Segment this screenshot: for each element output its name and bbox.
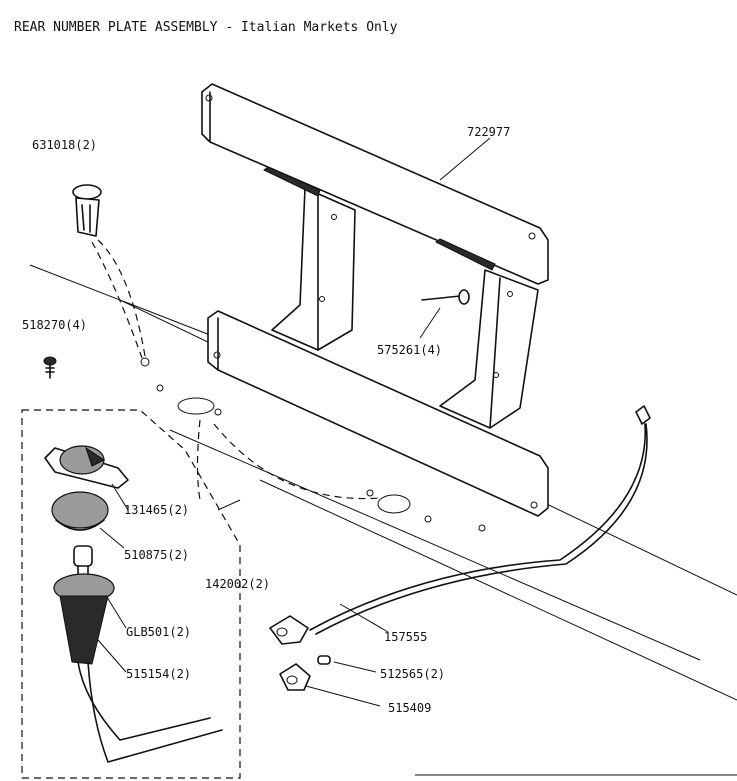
assembly-pointer [217,499,241,511]
diagram-title: REAR NUMBER PLATE ASSEMBLY - Italian Mar… [14,20,398,35]
part-label-515409: 515409 [388,701,431,715]
part-label-631018: 631018(2) [32,138,97,152]
part-label-512565: 512565(2) [380,667,445,681]
lamp-assembly-outline [21,409,241,779]
part-label-575261: 575261(4) [377,343,442,357]
part-label-glb501: GLB501(2) [126,625,191,639]
part-label-510875: 510875(2) [124,548,189,562]
bulb-holder-515154 [53,573,223,763]
harness-157555 [269,405,651,645]
lamp-housing-131465 [44,445,129,511]
part-label-142002: 142002(2) [205,577,270,591]
part-label-518270: 518270(4) [22,318,87,332]
part-label-131465: 131465(2) [124,503,189,517]
plate-bracket [201,83,549,517]
part-label-157555: 157555 [384,630,427,644]
clip-631018 [72,184,146,359]
assembly-leader-b [213,423,381,500]
lens-510875 [51,491,125,549]
screw-518270 [43,356,57,379]
bolt-575261 [419,289,470,339]
part-label-515154: 515154(2) [126,667,191,681]
connector-515409 [279,663,381,707]
part-label-722977: 722977 [467,125,510,139]
terminal-512565 [317,655,377,673]
assembly-leader-a [196,419,201,501]
